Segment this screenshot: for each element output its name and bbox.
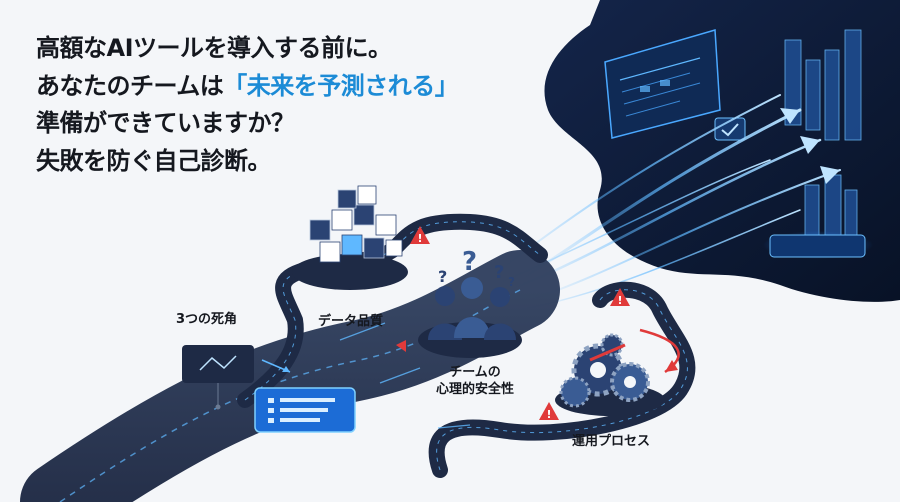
headline-line-3: 準備ができていますか？ bbox=[36, 109, 295, 137]
red-detour-arrow bbox=[665, 360, 678, 372]
data-quality-label: データ品質 bbox=[318, 314, 384, 329]
warning-icon: ! bbox=[539, 402, 559, 421]
svg-text:?: ? bbox=[494, 262, 504, 283]
data-towers bbox=[784, 29, 862, 248]
blind-spots-label: 3つの死角 bbox=[176, 312, 238, 327]
red-flag-marker bbox=[396, 340, 406, 352]
team-safety-label-line-2: 心理的安全性 bbox=[436, 382, 515, 397]
headline-line-2-prefix: あなたのチームは bbox=[36, 71, 224, 100]
warning-icon: ! bbox=[610, 288, 630, 307]
ops-process-label: 運用プロセス bbox=[572, 434, 651, 449]
arrow-icon bbox=[780, 108, 840, 184]
document-card-icon bbox=[254, 387, 356, 433]
svg-text:?: ? bbox=[462, 247, 477, 277]
glow-platform bbox=[769, 234, 866, 258]
headline-highlight: 「未来を予測される」 bbox=[223, 71, 459, 100]
team-people-icon bbox=[418, 277, 522, 358]
flow-arrows bbox=[339, 322, 471, 429]
svg-text:!: ! bbox=[418, 232, 423, 245]
server-cube-icon bbox=[292, 185, 408, 290]
svg-text:!: ! bbox=[618, 294, 623, 307]
team-safety-label-line-1: チームの bbox=[449, 365, 501, 380]
headline-line-2: あなたのチームは「未来を予測される」 bbox=[36, 68, 459, 106]
blue-arrow-head bbox=[282, 366, 290, 372]
team-safety-label: チームの 心理的安全性 bbox=[436, 364, 514, 398]
svg-text:!: ! bbox=[547, 408, 552, 421]
main-road bbox=[20, 250, 560, 502]
warning-icon: ! bbox=[410, 226, 430, 245]
headline-line-1: 高額なAIツールを導入する前に。 bbox=[36, 34, 392, 62]
svg-text:?: ? bbox=[508, 275, 515, 289]
headline-line-4: 失敗を防ぐ自己診断。 bbox=[36, 146, 272, 175]
monitor-icon bbox=[604, 29, 721, 139]
gear-icon bbox=[555, 333, 665, 416]
svg-text:?: ? bbox=[438, 267, 447, 286]
question-mark-icon: ? ? ? ? bbox=[438, 247, 515, 289]
blind-spot-card bbox=[182, 345, 254, 410]
headline: 高額なAIツールを導入する前に。 あなたのチームは「未来を予測される」 準備がで… bbox=[36, 30, 459, 180]
